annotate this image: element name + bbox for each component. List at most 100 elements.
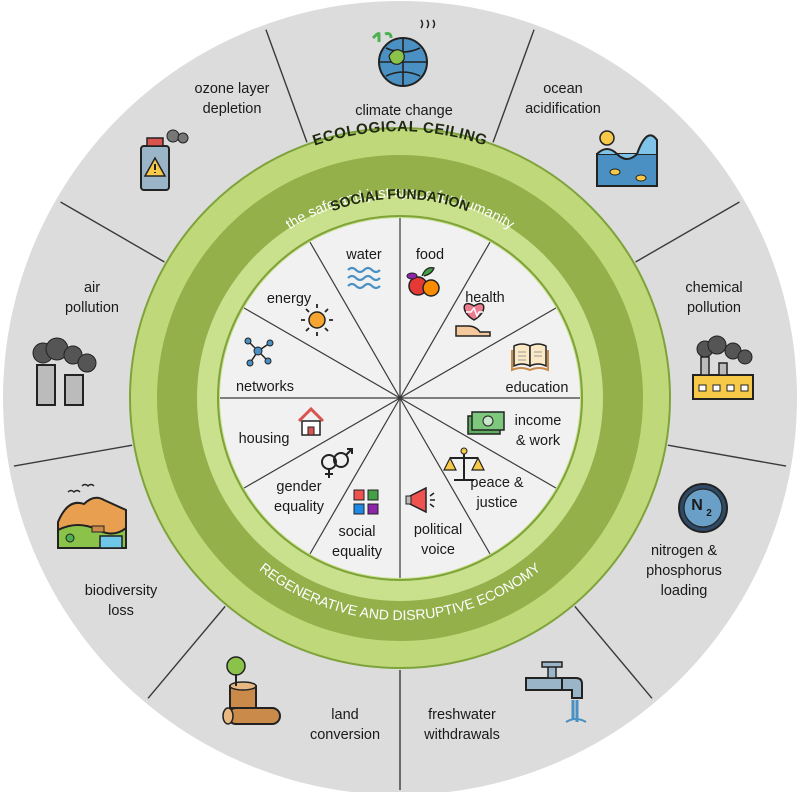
outer-divider: [667, 444, 787, 467]
outer-label-line: pollution: [65, 300, 119, 316]
outer-label-line: ozone layer: [195, 81, 270, 97]
inner-label-energy: energy: [267, 291, 312, 307]
inner-dividers: [220, 218, 580, 578]
inner-label-peace-justice: peace & justice: [470, 475, 524, 511]
scales-icon: [443, 447, 485, 481]
inner-label-line: food: [416, 247, 444, 263]
inner-label-line: education: [506, 380, 569, 396]
inner-label-income-work: income & work: [515, 413, 562, 449]
inner-label-line: equality: [332, 544, 383, 560]
hands-icon: [353, 489, 379, 515]
outer-label-land-conversion: land conversion: [310, 707, 380, 743]
book-icon: [511, 343, 549, 372]
inner-divider: [399, 397, 491, 555]
water-tap-icon: [525, 661, 587, 723]
social-foundation-outline: [217, 215, 583, 581]
megaphone-icon: [405, 486, 435, 514]
outer-label-line: loading: [661, 583, 708, 599]
outer-divider: [147, 605, 226, 699]
outer-label-line: conversion: [310, 727, 380, 743]
outer-divider: [574, 605, 653, 699]
inner-label-political-voice: political voice: [414, 522, 462, 558]
nitrogen-symbol: N: [691, 497, 703, 514]
landscape-icon: [57, 483, 127, 549]
outer-divider: [492, 29, 535, 143]
inner-divider: [309, 397, 401, 555]
inner-divider: [243, 307, 401, 399]
outer-label-line: freshwater: [428, 707, 496, 723]
water-waves-icon: [347, 266, 381, 290]
inner-label-line: energy: [267, 291, 312, 307]
outer-label-line: depletion: [203, 101, 262, 117]
inner-divider: [399, 241, 491, 399]
factory-icon: [692, 335, 754, 400]
outer-dividers: [13, 29, 787, 790]
inner-label-line: social: [338, 524, 375, 540]
inner-label-line: income: [515, 413, 562, 429]
outer-divider: [13, 444, 133, 467]
inner-label-line: health: [465, 290, 505, 306]
inner-divider: [399, 307, 557, 399]
outer-label-line: land: [331, 707, 358, 723]
inner-label-water: water: [345, 247, 382, 263]
outer-label-line: loss: [108, 603, 134, 619]
outer-label-ocean-acidification: ocean acidification: [525, 81, 601, 117]
heart-hand-icon: [455, 302, 491, 337]
inner-divider: [243, 397, 401, 489]
gender-icon: [321, 448, 353, 478]
outer-divider: [265, 29, 308, 143]
outer-label-line: nitrogen &: [651, 543, 717, 559]
smokestack-icon: [32, 337, 97, 406]
inner-label-networks: networks: [236, 379, 294, 395]
sun-icon: [301, 304, 333, 336]
outer-label-climate-change: climate change: [355, 103, 453, 119]
outer-label-line: chemical: [685, 280, 742, 296]
outer-label-biodiversity-loss: biodiversity loss: [85, 583, 158, 619]
outer-label-line: biodiversity: [85, 583, 158, 599]
outer-divider: [635, 201, 740, 263]
inner-label-education: education: [506, 380, 569, 396]
outer-label-ozone-layer-depletion: ozone layer depletion: [195, 81, 270, 117]
inner-label-line: political: [414, 522, 462, 538]
inner-label-gender-equality: gender equality: [274, 479, 325, 515]
inner-label-line: & work: [516, 433, 561, 449]
outer-label-line: pollution: [687, 300, 741, 316]
outer-label-nitrogen-phosphorus-loading: nitrogen & phosphorus loading: [646, 543, 722, 599]
nitrogen-subscript: 2: [706, 508, 712, 519]
outer-divider: [60, 201, 165, 263]
inner-label-housing: housing: [239, 431, 290, 447]
nitrogen-molecule-icon: N 2: [678, 483, 728, 533]
ocean-wave-icon: [596, 130, 658, 187]
inner-label-line: networks: [236, 379, 294, 395]
outer-label-line: air: [84, 280, 100, 296]
inner-label-line: justice: [475, 495, 517, 511]
outer-label-freshwater-withdrawals: freshwater withdrawals: [423, 707, 500, 743]
inner-label-line: equality: [274, 499, 325, 515]
inner-label-line: housing: [239, 431, 290, 447]
house-icon: [297, 406, 325, 436]
inner-label-health: health: [465, 290, 505, 306]
money-icon: [467, 411, 505, 435]
outer-label-air-pollution: air pollution: [65, 280, 119, 316]
outer-label-line: ocean: [543, 81, 583, 97]
inner-label-social-equality: social equality: [332, 524, 383, 560]
inner-label-line: voice: [421, 542, 455, 558]
globe-plant-icon: [371, 19, 436, 87]
spray-can-icon: [140, 129, 189, 191]
inner-label-line: peace &: [470, 475, 524, 491]
outer-label-chemical-pollution: chemical pollution: [685, 280, 742, 316]
inner-label-line: gender: [276, 479, 321, 495]
inner-label-food: food: [416, 247, 444, 263]
outer-label-line: phosphorus: [646, 563, 722, 579]
outer-label-line: withdrawals: [423, 727, 500, 743]
inner-label-line: water: [345, 247, 382, 263]
inner-divider: [399, 397, 557, 489]
network-icon: [244, 337, 274, 367]
inner-divider: [309, 241, 401, 399]
fruits-icon: [406, 267, 440, 297]
tree-stump-icon: [222, 656, 281, 725]
outer-label-line: acidification: [525, 101, 601, 117]
outer-label-line: climate change: [355, 103, 453, 119]
